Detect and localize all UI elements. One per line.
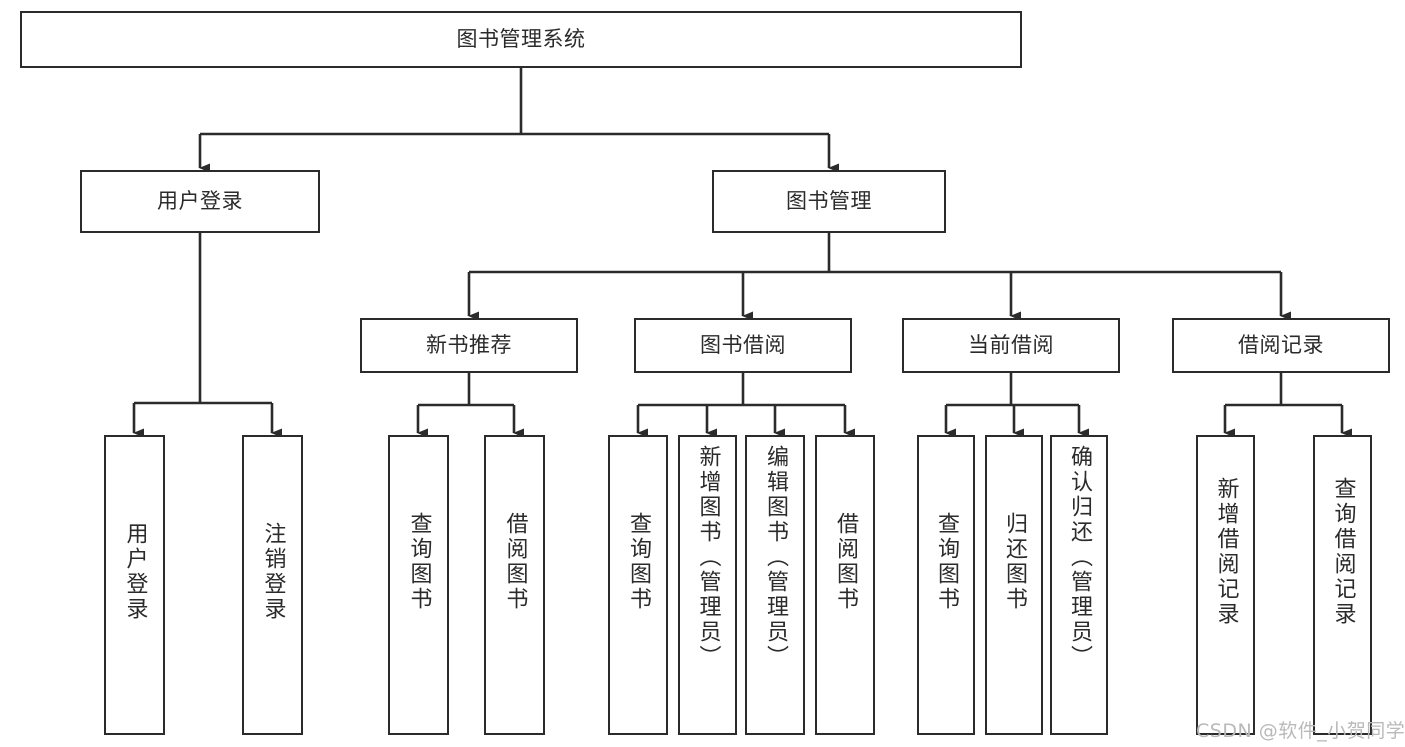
node-root[interactable]: 图书管理系统	[20, 11, 1022, 68]
node-leaf-logout[interactable]: 注销登录	[242, 435, 303, 735]
node-leaf-user-login-label: 用户登录	[122, 522, 148, 622]
node-leaf-logout-label: 注销登录	[260, 522, 286, 622]
node-leaf-return-book[interactable]: 归还图书	[985, 435, 1043, 735]
node-leaf-query-book-rec[interactable]: 查询图书	[388, 435, 449, 735]
node-leaf-query-borrow-record-label: 查询借阅记录	[1330, 477, 1356, 627]
node-borrow-record[interactable]: 借阅记录	[1172, 318, 1390, 373]
node-current-borrow-label: 当前借阅	[968, 332, 1054, 357]
node-new-book-recommend[interactable]: 新书推荐	[360, 318, 578, 373]
node-book-manage[interactable]: 图书管理	[712, 170, 946, 233]
node-leaf-add-book-admin-label: 新增图书（管理员）	[695, 445, 721, 670]
node-leaf-borrow-book[interactable]: 借阅图书	[815, 435, 875, 735]
node-leaf-borrow-book-label: 借阅图书	[833, 512, 858, 612]
node-leaf-query-book-cur-label: 查询图书	[934, 512, 959, 612]
node-leaf-edit-book-admin-label: 编辑图书（管理员）	[763, 445, 788, 670]
node-borrow-record-label: 借阅记录	[1238, 332, 1324, 357]
node-leaf-add-book-admin[interactable]: 新增图书（管理员）	[678, 435, 737, 735]
watermark-text: CSDN @软件_小贺同学	[1196, 720, 1405, 742]
node-leaf-query-book-rec-label: 查询图书	[406, 512, 432, 612]
node-leaf-query-book[interactable]: 查询图书	[608, 435, 668, 735]
node-leaf-borrow-book-rec-label: 借阅图书	[502, 512, 528, 612]
node-book-manage-label: 图书管理	[786, 188, 872, 213]
node-root-label: 图书管理系统	[456, 26, 586, 51]
node-leaf-add-borrow-record-label: 新增借阅记录	[1213, 477, 1239, 627]
node-user-login[interactable]: 用户登录	[80, 170, 320, 233]
node-book-borrow[interactable]: 图书借阅	[634, 318, 852, 373]
node-current-borrow[interactable]: 当前借阅	[902, 318, 1120, 373]
node-leaf-return-book-label: 归还图书	[1002, 512, 1027, 612]
node-leaf-confirm-return-admin-label: 确认归还（管理员）	[1067, 445, 1092, 670]
node-leaf-edit-book-admin[interactable]: 编辑图书（管理员）	[745, 435, 805, 735]
node-leaf-query-book-label: 查询图书	[626, 512, 651, 612]
node-leaf-confirm-return-admin[interactable]: 确认归还（管理员）	[1050, 435, 1108, 735]
node-leaf-query-book-cur[interactable]: 查询图书	[917, 435, 975, 735]
node-leaf-user-login[interactable]: 用户登录	[104, 435, 165, 735]
node-user-login-label: 用户登录	[157, 188, 243, 213]
node-leaf-query-borrow-record[interactable]: 查询借阅记录	[1313, 435, 1372, 735]
edge-paths	[132, 68, 1352, 438]
node-leaf-add-borrow-record[interactable]: 新增借阅记录	[1196, 435, 1255, 735]
node-book-borrow-label: 图书借阅	[700, 332, 786, 357]
node-new-book-recommend-label: 新书推荐	[426, 332, 512, 357]
node-leaf-borrow-book-rec[interactable]: 借阅图书	[484, 435, 545, 735]
